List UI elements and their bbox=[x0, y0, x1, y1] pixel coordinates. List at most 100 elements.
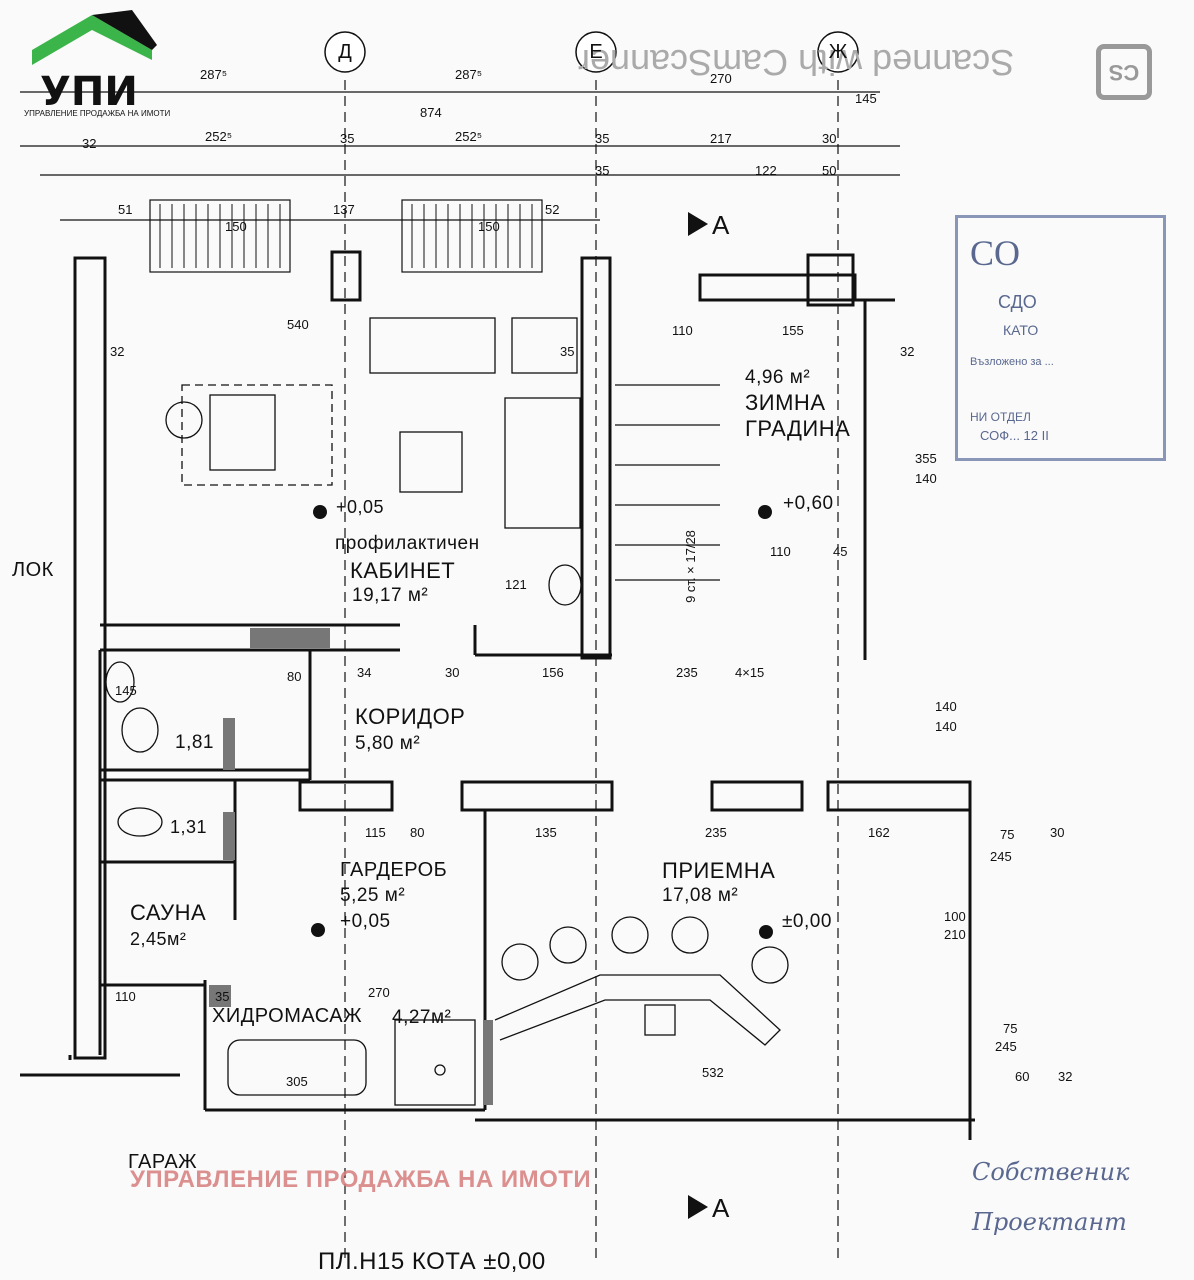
room-priemna-area: 17,08 м² bbox=[662, 885, 739, 906]
dim-int-12: 4×15 bbox=[735, 665, 765, 680]
dim-int-4: 32 bbox=[110, 344, 125, 359]
dim-int-33: 100 bbox=[944, 909, 966, 924]
room-koridor-area: 5,80 м² bbox=[355, 733, 421, 754]
scanner-badge: CS bbox=[1096, 44, 1152, 100]
dim-top1-3: 145 bbox=[855, 91, 877, 106]
label-garazh: ГАРАЖ bbox=[128, 1151, 198, 1173]
stamp-line2: СДО bbox=[998, 292, 1037, 312]
dim-int-1: 110 bbox=[672, 323, 693, 338]
axis-label-d: Д bbox=[338, 41, 352, 63]
dim-top2-2: 35 bbox=[340, 131, 355, 146]
dim-int-32: 30 bbox=[1050, 825, 1065, 840]
dim-int-28: 235 bbox=[705, 825, 727, 840]
room-garderob-area: 5,25 м² bbox=[340, 885, 406, 906]
stamp-line3: КАТО bbox=[1003, 322, 1039, 338]
dim-int-39: 270 bbox=[368, 985, 390, 1000]
stamp-line1: СО bbox=[970, 233, 1021, 273]
dim-int-0: 540 bbox=[287, 317, 309, 332]
level-markers bbox=[311, 505, 773, 939]
dim-top2-3: 252⁵ bbox=[455, 129, 483, 144]
room-garderob-level: +0,05 bbox=[340, 911, 391, 932]
dim-int-30: 75 bbox=[1000, 827, 1015, 842]
dim-int-38: 305 bbox=[286, 1074, 308, 1089]
room-kabinet-line2: КАБИНЕТ bbox=[350, 558, 456, 583]
room-zimna-area: 4,96 м² bbox=[745, 367, 811, 388]
dim-top2-0: 32 bbox=[82, 136, 97, 151]
room-zimna-line2: ГРАДИНА bbox=[745, 416, 851, 441]
logo-text: УПИ bbox=[40, 69, 138, 115]
room-hidro-label: ХИДРОМАСАЖ bbox=[212, 1005, 363, 1027]
balcony-hatch bbox=[159, 204, 533, 268]
dim-int-43: 60 bbox=[1015, 1069, 1030, 1084]
dim-int-16: 45 bbox=[833, 544, 848, 559]
axis-bubble-zh bbox=[817, 31, 859, 73]
dim-int-9: 30 bbox=[445, 665, 460, 680]
section-mark-top: А bbox=[712, 210, 730, 240]
dim-int-35: 75 bbox=[1003, 1021, 1018, 1036]
handwritten-owner: Собственик bbox=[972, 1158, 1130, 1186]
dim-int-11: 235 bbox=[676, 665, 698, 680]
axis-label-e: Е bbox=[589, 41, 603, 63]
dim-top1-2: 270 bbox=[710, 71, 732, 86]
dim-top4-0: 51 bbox=[118, 202, 133, 217]
room-priemna-label: ПРИЕМНА bbox=[662, 858, 776, 883]
dim-int-7: 80 bbox=[287, 669, 302, 684]
dim-top2-5: 217 bbox=[710, 131, 732, 146]
dim-int-19: 140 bbox=[935, 719, 957, 734]
dim-int-15: 110 bbox=[770, 544, 791, 559]
dim-int-5: 121 bbox=[505, 577, 527, 592]
room-kabinet-line1: профилактичен bbox=[335, 533, 480, 554]
stamp-line6: СОФ... 12 II bbox=[980, 428, 1049, 443]
dim-top4-2: 137 bbox=[333, 202, 355, 217]
dim-top1-0: 287⁵ bbox=[200, 67, 228, 82]
axis-bubble-d bbox=[324, 31, 366, 73]
plan-caption: ПЛ.Н15 КОТА ±0,00 bbox=[318, 1248, 546, 1275]
dim-int-25: 115 bbox=[365, 825, 386, 840]
room-zimna-line1: ЗИМНА bbox=[745, 390, 826, 415]
dim-int-13: 145 bbox=[115, 683, 137, 698]
company-logo bbox=[32, 10, 157, 65]
dim-top3-0: 35 bbox=[595, 163, 610, 178]
room-garderob-label: ГАРДЕРОБ bbox=[340, 859, 448, 881]
dim-top2-1: 252⁵ bbox=[205, 129, 233, 144]
dim-int-29: 162 bbox=[868, 825, 890, 840]
dim-int-20: 140 bbox=[915, 471, 937, 486]
balcony-left bbox=[149, 199, 291, 273]
room-wc2-area: 1,31 bbox=[170, 817, 208, 837]
dim-top1-1: 287⁵ bbox=[455, 67, 483, 82]
dim-int-37: 532 bbox=[702, 1065, 724, 1080]
dim-int-36: 245 bbox=[995, 1039, 1017, 1054]
dim-top4-4: 52 bbox=[545, 202, 560, 217]
dim-int-10: 156 bbox=[542, 665, 564, 680]
dim-int-44: 32 bbox=[1058, 1069, 1073, 1084]
room-koridor-label: КОРИДОР bbox=[355, 704, 466, 729]
stamp-line5: НИ ОТДЕЛ bbox=[970, 410, 1031, 424]
dim-top2-4: 35 bbox=[595, 131, 610, 146]
room-wc1-area: 1,81 bbox=[175, 732, 214, 753]
room-zimna-level: +0,60 bbox=[783, 493, 834, 514]
dim-int-31: 245 bbox=[990, 849, 1012, 864]
axis-label-zh: Ж bbox=[828, 41, 848, 63]
dim-top4-3: 150 bbox=[478, 219, 500, 234]
stair-note: 9 ст. × 17/28 bbox=[682, 530, 698, 603]
dim-top3-2: 50 bbox=[822, 163, 837, 178]
dim-int-3: 35 bbox=[560, 344, 575, 359]
agency-watermark: УПРАВЛЕНИЕ ПРОДАЖБА НА ИМОТИ bbox=[130, 1166, 592, 1193]
dim-int-34: 210 bbox=[944, 927, 966, 942]
dim-int-21: 355 bbox=[915, 451, 937, 466]
dim-top2-6: 30 bbox=[822, 131, 837, 146]
dim-int-8: 34 bbox=[357, 665, 372, 680]
dim-top4-1: 150 bbox=[225, 219, 247, 234]
dim-int-40: 110 bbox=[115, 989, 136, 1004]
furniture bbox=[105, 317, 789, 1106]
approval-stamp: СО СДО КАТО Възложено за ... НИ ОТДЕЛ СО… bbox=[955, 215, 1166, 461]
room-sauna-label: САУНА bbox=[130, 900, 207, 925]
axis-bubble-e bbox=[575, 31, 617, 73]
dim-int-26: 80 bbox=[410, 825, 425, 840]
scanner-watermark: Scanned with CamScanner bbox=[578, 42, 1015, 83]
handwritten-designer: Проектант bbox=[972, 1208, 1127, 1236]
room-hidro-area: 4,27м² bbox=[392, 1007, 452, 1028]
section-arrows bbox=[688, 212, 708, 1219]
dim-int-27: 135 bbox=[535, 825, 557, 840]
